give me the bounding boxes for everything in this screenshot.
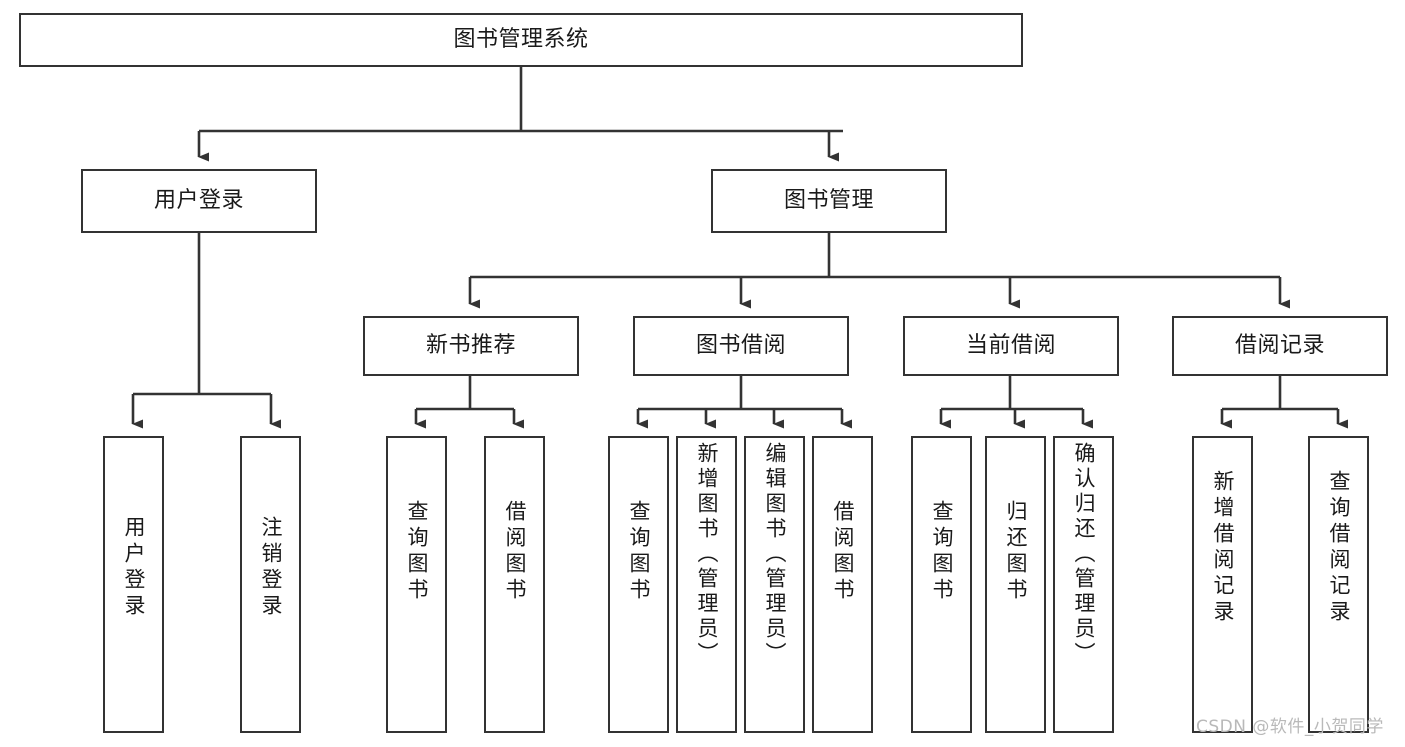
node-user-login-label: 用户登录	[153, 188, 244, 214]
leaf-query-book-current[interactable]: 查询图书	[911, 436, 972, 733]
leaf-query-borrow-record-label: 查询借阅记录	[1327, 470, 1351, 626]
node-root-label: 图书管理系统	[453, 27, 589, 53]
node-new-book-recommend-label: 新书推荐	[425, 333, 516, 359]
leaf-edit-book-admin[interactable]: 编辑图书（管理员）	[744, 436, 805, 733]
leaf-query-borrow-record[interactable]: 查询借阅记录	[1308, 436, 1369, 733]
leaf-add-book-admin-label: 新增图书（管理员）	[695, 442, 719, 667]
leaf-query-book-recommend-label: 查询图书	[405, 500, 429, 604]
leaf-query-book-recommend[interactable]: 查询图书	[386, 436, 447, 733]
leaf-borrow-book[interactable]: 借阅图书	[812, 436, 873, 733]
leaf-user-login-label: 用户登录	[122, 516, 146, 620]
leaf-user-logout-label: 注销登录	[259, 516, 283, 620]
node-book-borrow-label: 图书借阅	[695, 333, 786, 359]
leaf-add-borrow-record-label: 新增借阅记录	[1211, 470, 1235, 626]
leaf-query-book-borrow[interactable]: 查询图书	[608, 436, 669, 733]
leaf-add-borrow-record[interactable]: 新增借阅记录	[1192, 436, 1253, 733]
node-borrow-record[interactable]: 借阅记录	[1172, 316, 1388, 376]
leaf-confirm-return-admin[interactable]: 确认归还（管理员）	[1053, 436, 1114, 733]
leaf-borrow-book-label: 借阅图书	[831, 500, 855, 604]
node-current-borrow-label: 当前借阅	[965, 333, 1056, 359]
leaf-add-book-admin[interactable]: 新增图书（管理员）	[676, 436, 737, 733]
leaf-query-book-current-label: 查询图书	[930, 500, 954, 604]
node-book-manage-label: 图书管理	[783, 188, 874, 214]
node-borrow-record-label: 借阅记录	[1234, 333, 1325, 359]
leaf-borrow-book-recommend-label: 借阅图书	[503, 500, 527, 604]
leaf-query-book-borrow-label: 查询图书	[627, 500, 651, 604]
node-root[interactable]: 图书管理系统	[19, 13, 1023, 67]
csdn-watermark: CSDN @软件_小贺同学	[1196, 717, 1384, 737]
node-book-borrow[interactable]: 图书借阅	[633, 316, 849, 376]
leaf-confirm-return-admin-label: 确认归还（管理员）	[1072, 442, 1096, 667]
leaf-user-logout[interactable]: 注销登录	[240, 436, 301, 733]
leaf-return-book[interactable]: 归还图书	[985, 436, 1046, 733]
leaf-return-book-label: 归还图书	[1004, 500, 1028, 604]
leaf-user-login[interactable]: 用户登录	[103, 436, 164, 733]
node-new-book-recommend[interactable]: 新书推荐	[363, 316, 579, 376]
node-book-manage[interactable]: 图书管理	[711, 169, 947, 233]
node-current-borrow[interactable]: 当前借阅	[903, 316, 1119, 376]
node-user-login[interactable]: 用户登录	[81, 169, 317, 233]
leaf-edit-book-admin-label: 编辑图书（管理员）	[763, 442, 787, 667]
leaf-borrow-book-recommend[interactable]: 借阅图书	[484, 436, 545, 733]
